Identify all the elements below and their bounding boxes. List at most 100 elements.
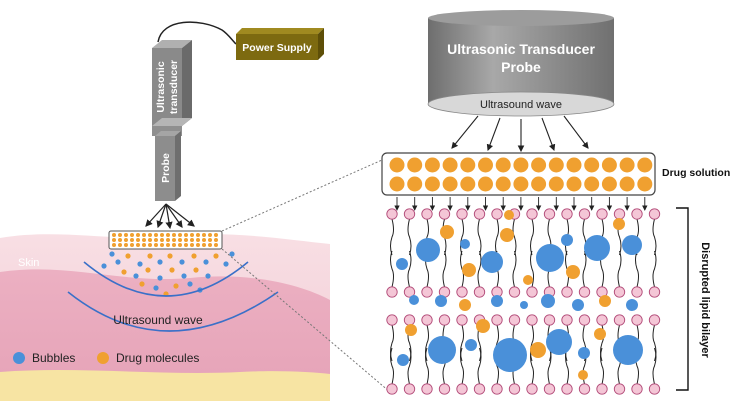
lipid-molecule — [543, 347, 556, 395]
lipid-head — [561, 383, 573, 395]
patch-drug-dot — [214, 238, 218, 242]
skin-drug-molecule — [213, 253, 219, 259]
solution-drug-molecule — [584, 157, 600, 173]
lipid-tail — [407, 250, 412, 288]
zoom-lines — [221, 159, 391, 393]
lipid-molecule — [561, 250, 573, 298]
patch-drug-dot — [124, 238, 128, 242]
lipid-head — [403, 383, 416, 395]
lipid-head — [578, 286, 591, 298]
patch-drug-dot — [142, 238, 146, 242]
lipid-tail — [565, 347, 569, 385]
lipid-tail — [390, 218, 394, 256]
legend-drug-marker — [97, 352, 109, 364]
patch-drug-dot — [166, 243, 170, 247]
skin-drug-molecule — [193, 267, 199, 273]
bilayer-label: Disrupted lipid bilayer — [699, 242, 711, 358]
lipid-head — [596, 383, 608, 395]
patch-drug-dot — [166, 233, 170, 237]
lipid-tail — [600, 347, 604, 385]
lipid-tail — [407, 347, 412, 385]
lipid-head — [508, 286, 521, 298]
lipid-molecule — [508, 250, 521, 298]
skin-bubble — [203, 259, 209, 265]
patch-drug-dot — [184, 233, 188, 237]
bilayer-bubble — [409, 295, 419, 305]
patch-drug-dot — [190, 238, 194, 242]
left-panel: Skin Power Supply Ultrasonic transducer … — [0, 21, 391, 401]
patch-drug-dot — [136, 243, 140, 247]
lipid-head — [631, 314, 643, 326]
patch-drug-dot — [118, 243, 122, 247]
bilayer-drug-molecule — [459, 299, 471, 311]
bilayer-bubble — [546, 329, 572, 355]
lipid-molecule — [438, 208, 451, 256]
lipid-tail — [617, 250, 622, 288]
bilayer-drug-molecule — [504, 210, 514, 220]
lipid-head — [631, 286, 643, 298]
lipid-head — [421, 208, 433, 220]
transducer-label-line2: transducer — [168, 60, 180, 114]
drug-solution-box: Drug solution — [381, 152, 730, 196]
lipid-molecule — [526, 208, 538, 256]
patch-drug-dot — [196, 233, 200, 237]
lipid-head — [613, 314, 626, 326]
patch-drug-dot — [166, 238, 170, 242]
lipid-molecule — [648, 347, 661, 395]
lipid-molecule — [403, 347, 416, 395]
lipid-head — [648, 383, 661, 395]
skin-bubble — [109, 251, 115, 257]
patch-drug-dot — [196, 238, 200, 242]
lipid-molecule — [421, 250, 433, 298]
power-supply-label: Power Supply — [242, 42, 312, 54]
lipid-molecule — [403, 250, 416, 298]
bilayer-bubble — [493, 338, 527, 372]
lipid-head — [386, 383, 398, 395]
lipid-molecule — [421, 347, 433, 395]
lipid-head — [491, 208, 503, 220]
legend: Bubbles Drug molecules — [13, 351, 199, 365]
lipid-molecule — [386, 250, 398, 298]
transducer-arrow — [451, 115, 479, 149]
solution-drug-molecule — [637, 157, 653, 173]
left-wave-label: Ultrasound wave — [113, 313, 203, 327]
lipid-molecule — [596, 347, 608, 395]
large-transducer-probe: Ultrasonic Transducer Probe Ultrasound w… — [427, 10, 615, 117]
lipid-tail — [442, 250, 447, 288]
patch-drug-dot — [172, 233, 176, 237]
skin-bubble — [157, 275, 163, 281]
lipid-head — [456, 314, 468, 326]
bilayer-bubble — [584, 235, 610, 261]
patch-drug-dot — [130, 243, 134, 247]
lipid-molecule — [526, 250, 538, 298]
solution-drug-molecule — [566, 176, 582, 192]
transducer-arrow — [486, 117, 501, 152]
lipid-molecule — [561, 208, 573, 256]
lipid-tail — [460, 347, 464, 385]
patch-drug-dot — [172, 238, 176, 242]
solution-drug-molecule — [495, 176, 511, 192]
patch-drug-dot — [118, 233, 122, 237]
bilayer-bubble — [416, 238, 440, 262]
lipid-tail — [652, 218, 657, 256]
lipid-head — [596, 314, 608, 326]
patch-drug-dot — [130, 233, 134, 237]
solution-drug-molecule — [478, 157, 493, 173]
solution-drug-molecule — [389, 157, 405, 173]
skin-drug-molecule — [169, 267, 175, 273]
lipid-head — [543, 208, 556, 220]
transducer-label-line1: Ultrasonic — [155, 61, 167, 113]
patch-drug-dot — [112, 238, 116, 242]
lipid-head — [648, 314, 661, 326]
lipid-head — [456, 208, 468, 220]
solution-drug-molecule — [601, 157, 617, 173]
skin-drug-molecule — [147, 253, 153, 259]
subcutaneous-fat-layer — [0, 370, 330, 401]
patch-drug-dot — [148, 243, 152, 247]
solution-drug-molecule — [407, 176, 423, 192]
patch-drug-dot — [118, 238, 122, 242]
lipid-head — [386, 314, 398, 326]
patch-drug-dot — [208, 233, 212, 237]
patch-drug-dot — [154, 233, 158, 237]
